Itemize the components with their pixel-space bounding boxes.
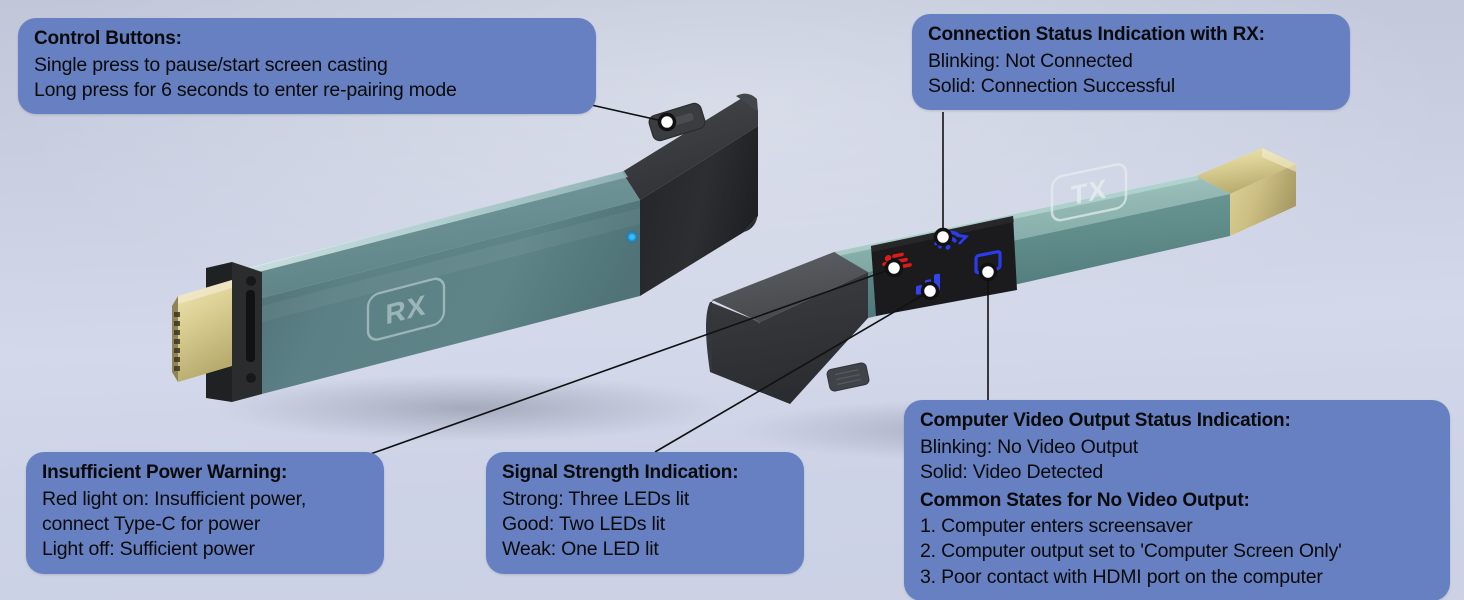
callout-insufficient-power-line-1: Red light on: Insufficient power, [42, 487, 307, 510]
callout-video-output-sub-line-3: 3. Poor contact with HDMI port on the co… [920, 565, 1323, 588]
tx-logo: TX [1050, 163, 1128, 222]
callout-video-output-title: Computer Video Output Status Indication: [920, 410, 1291, 431]
callout-control-buttons-line-2: Long press for 6 seconds to enter re-pai… [34, 79, 457, 102]
tx-device: TX [706, 148, 1296, 404]
svg-text:TX: TX [1071, 173, 1107, 211]
callout-connection-status-line-2: Solid: Connection Successful [928, 75, 1175, 98]
rx-hdmi-pins [174, 312, 180, 371]
rx-device: RX [172, 93, 758, 402]
callout-insufficient-power-title: Insufficient Power Warning: [42, 462, 288, 483]
callout-connection-status-line-1: Blinking: Not Connected [928, 49, 1133, 72]
callout-connection-status: Connection Status Indication with RX: Bl… [912, 14, 1350, 111]
callout-control-buttons-title: Control Buttons: [34, 28, 182, 49]
callout-video-output-sub-line-2: 2. Computer output set to 'Computer Scre… [920, 540, 1342, 563]
callout-insufficient-power: Insufficient Power Warning: Red light on… [26, 452, 384, 574]
callout-signal-strength: Signal Strength Indication: Strong: Thre… [486, 452, 804, 574]
callout-insufficient-power-line-3: Light off: Sufficient power [42, 538, 255, 561]
rx-hdmi-connector [178, 280, 232, 382]
callout-control-buttons: Control Buttons: Single press to pause/s… [18, 18, 596, 115]
callout-signal-strength-line-2: Good: Two LEDs lit [502, 513, 665, 536]
callout-video-output-line-2: Solid: Video Detected [920, 461, 1103, 484]
callout-control-buttons-line-1: Single press to pause/start screen casti… [34, 53, 388, 76]
tx-side-button[interactable] [826, 362, 870, 392]
callout-video-output-sub-line-1: 1. Computer enters screensaver [920, 515, 1193, 538]
callout-signal-strength-title: Signal Strength Indication: [502, 462, 739, 483]
callout-video-output-line-1: Blinking: No Video Output [920, 435, 1138, 458]
callout-insufficient-power-line-2: connect Type-C for power [42, 513, 261, 536]
callout-signal-strength-line-1: Strong: Three LEDs lit [502, 487, 690, 510]
callout-video-output-subtitle: Common States for No Video Output: [920, 490, 1250, 512]
callout-video-output: Computer Video Output Status Indication:… [904, 400, 1450, 600]
callout-signal-strength-line-3: Weak: One LED lit [502, 538, 659, 561]
rx-status-led [625, 230, 639, 244]
callout-connection-status-title: Connection Status Indication with RX: [928, 24, 1265, 45]
